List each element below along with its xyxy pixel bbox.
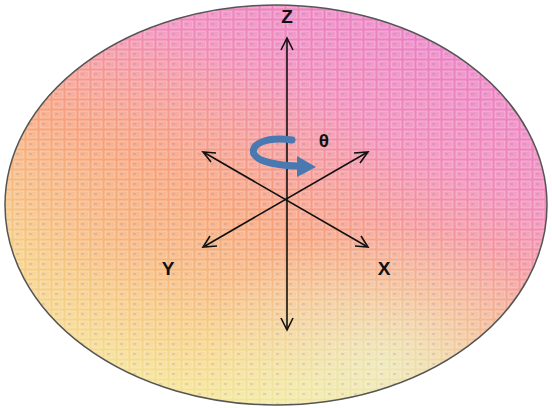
rotation-arrow xyxy=(253,139,300,166)
angle-label: θ xyxy=(319,131,329,150)
arrowhead xyxy=(355,236,368,247)
arrowhead xyxy=(297,156,316,177)
arrowhead xyxy=(354,152,368,163)
arrowhead xyxy=(281,38,293,50)
axis-label: X xyxy=(378,259,391,278)
z-axis xyxy=(286,40,288,328)
axes xyxy=(203,38,368,330)
arrowhead xyxy=(281,318,293,330)
arrowhead xyxy=(203,236,217,247)
axis-label: Z xyxy=(281,7,293,26)
axis-label: Y xyxy=(162,259,175,278)
wafer-edge xyxy=(5,5,547,405)
arrowhead xyxy=(203,152,216,162)
